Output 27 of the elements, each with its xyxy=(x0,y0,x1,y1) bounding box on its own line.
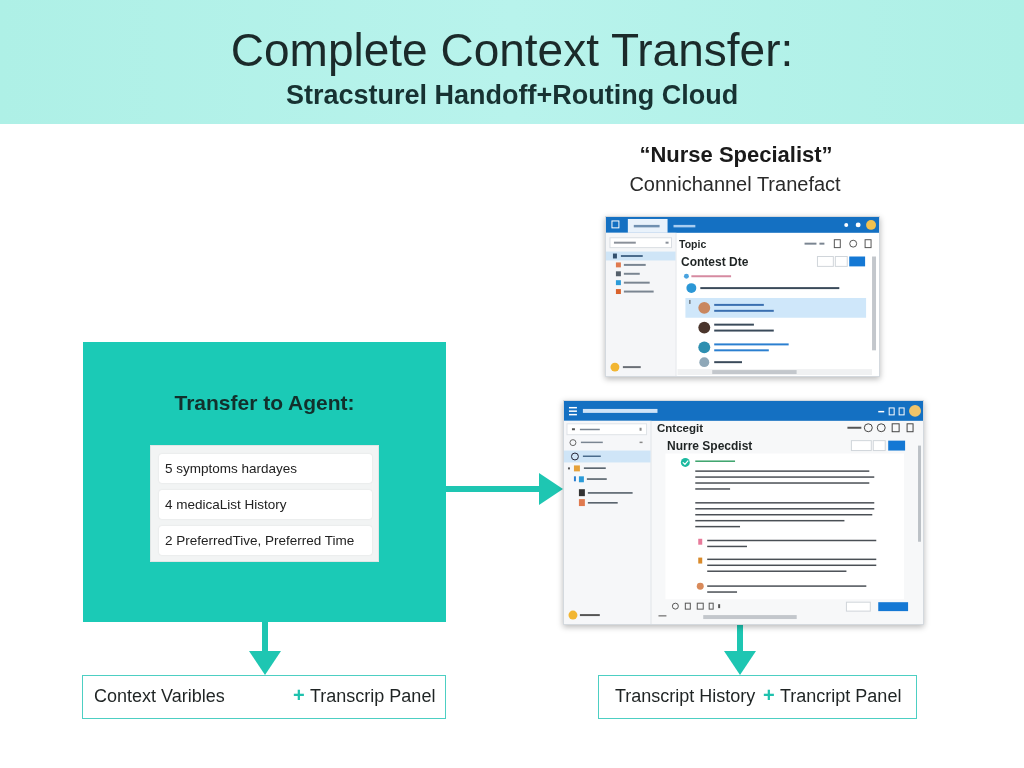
variable-text: 2 PreferredTive, Preferred Time xyxy=(165,533,355,548)
result-text: Trancript Panel xyxy=(780,686,902,707)
section-heading: Contest Dte xyxy=(681,255,749,269)
app-window-screenshot xyxy=(605,216,880,377)
result-box xyxy=(82,675,446,719)
result-text: Context Varibles xyxy=(94,686,225,707)
result-text: Transcript History xyxy=(615,686,756,707)
result-text: Transcrip Panel xyxy=(310,686,436,707)
diagram-subtitle: Stracsturel Handoff+Routing Cloud xyxy=(285,80,739,111)
arrow xyxy=(724,625,756,675)
window-caption-title: “Nurse Specialist” xyxy=(639,142,833,168)
plus-sign: + xyxy=(763,684,775,707)
window-caption-subtitle: Connichannel Tranefact xyxy=(629,173,841,196)
variable-text: 4 medicaList History xyxy=(165,497,287,512)
result-box xyxy=(598,675,917,719)
transfer-panel xyxy=(83,342,446,622)
variable-list-card xyxy=(150,445,379,562)
plus-sign: + xyxy=(293,684,305,707)
section-heading: Nurre Specdist xyxy=(667,439,753,453)
variable-text: 5 symptoms hardayes xyxy=(165,461,298,476)
arrow xyxy=(249,622,281,675)
panel-heading: Transfer to Agent: xyxy=(174,391,355,415)
panel-title: Cntcegit xyxy=(657,422,703,434)
diagram-title: Complete Context Transfer: xyxy=(230,24,794,77)
app-window-screenshot xyxy=(563,400,924,625)
panel-title: Topic xyxy=(679,238,707,250)
arrow xyxy=(446,473,563,505)
